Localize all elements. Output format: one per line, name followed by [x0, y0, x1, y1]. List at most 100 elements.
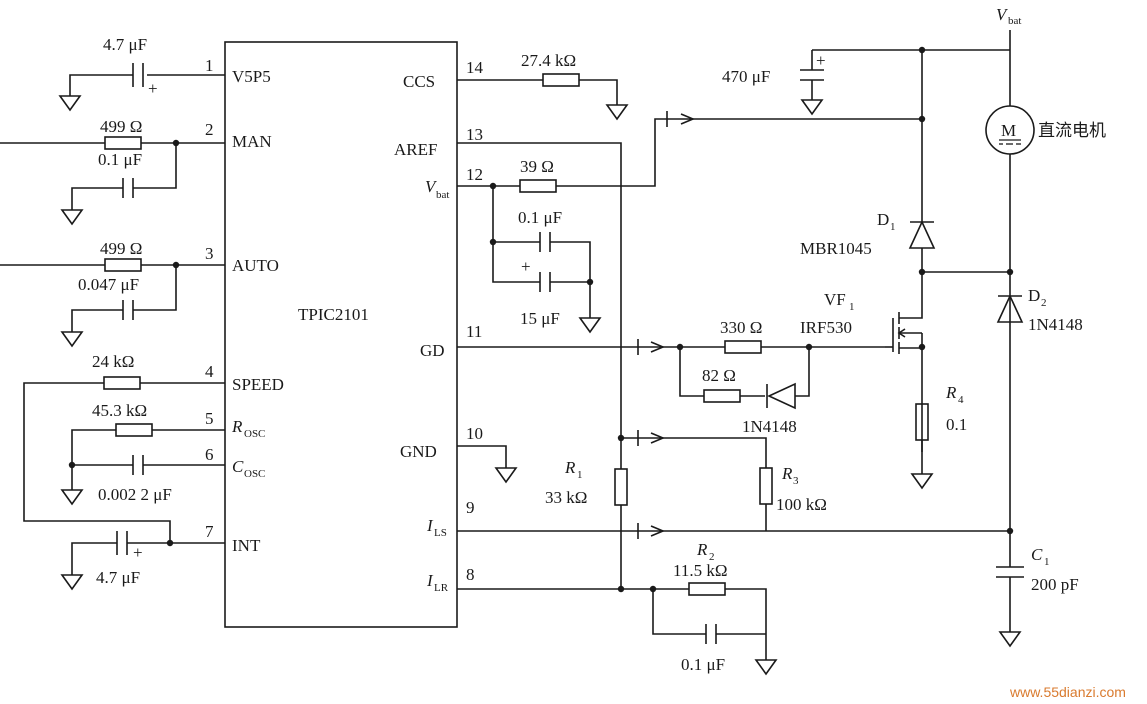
pin2-cap-value: 0.1 μF [98, 150, 142, 169]
d2-name: D [1028, 286, 1040, 305]
pin13-circuit: R 1 33 kΩ [457, 142, 628, 589]
pin-num-11: 11 [466, 322, 482, 341]
c1-capacitor: C 1 200 pF [996, 527, 1079, 647]
pin1-cap-plus: + [148, 79, 158, 98]
vbat-cap1-value: 0.1 μF [518, 208, 562, 227]
pin9-circuit [457, 523, 1010, 539]
pin-label-man: MAN [232, 132, 272, 151]
r1-value: 33 kΩ [545, 488, 587, 507]
d1-part: MBR1045 [800, 239, 872, 258]
r1-name: R [564, 458, 576, 477]
pin-label-ilr-sub: LR [434, 582, 449, 594]
pin-num-8: 8 [466, 565, 475, 584]
pin-label-ils: I [426, 516, 434, 535]
watermark: www.55dianzi.com [1009, 684, 1126, 700]
c1-sub: 1 [1044, 556, 1050, 568]
pin-num-7: 7 [205, 522, 214, 541]
pin8-circuit: R 2 11.5 kΩ 0.1 μF [457, 540, 777, 675]
pin4-circuit: 24 kΩ [23, 352, 225, 543]
pin-label-ils-sub: LS [434, 527, 447, 539]
c1-name: C [1031, 545, 1043, 564]
pin-label-rosc-sub: OSC [244, 428, 265, 440]
pin4-resistor-value: 24 kΩ [92, 352, 134, 371]
pin7-cap-plus: + [133, 543, 143, 562]
d1-sub: 1 [890, 221, 896, 233]
pin-num-6: 6 [205, 445, 214, 464]
pin-num-2: 2 [205, 120, 214, 139]
pin-num-4: 4 [205, 362, 214, 381]
motor-branch: M 直流电机 [985, 50, 1106, 531]
motor-symbol: M [1001, 121, 1016, 140]
motor-label: 直流电机 [1038, 121, 1106, 140]
pin1-circuit: + 4.7 μF [59, 35, 225, 111]
pin-label-aref: AREF [394, 140, 437, 159]
pin11-circuit: 330 Ω 82 Ω 1N4148 [457, 318, 885, 436]
c1-value: 200 pF [1031, 575, 1079, 594]
pin-label-int: INT [232, 536, 261, 555]
q-name: VF [824, 290, 846, 309]
d1-name: D [877, 210, 889, 229]
vbat-connector [666, 111, 922, 127]
ic-body [224, 41, 458, 628]
bulk-cap-value: 470 μF [722, 67, 770, 86]
r4-value: 0.1 [946, 415, 967, 434]
pin-num-9: 9 [466, 498, 475, 517]
pin-num-14: 14 [466, 58, 484, 77]
pin2-circuit: 499 Ω 0.1 μF [0, 117, 225, 225]
pin-num-1: 1 [205, 56, 214, 75]
r2-sub: 2 [709, 551, 715, 563]
r4-sub: 4 [958, 394, 964, 406]
pin-label-speed: SPEED [232, 375, 284, 394]
pin2-resistor-value: 499 Ω [100, 117, 142, 136]
cosc-value: 0.002 2 μF [98, 485, 172, 504]
pin-num-10: 10 [466, 424, 483, 443]
pin10-circuit [457, 445, 517, 483]
gd-diode-value: 1N4148 [742, 417, 797, 436]
q-sub: 1 [849, 301, 855, 313]
d2-part: 1N4148 [1028, 315, 1083, 334]
pin3-cap-value: 0.047 μF [78, 275, 139, 294]
bulk-cap-plus: + [816, 51, 826, 70]
pin-num-12: 12 [466, 165, 483, 184]
pin-num-13: 13 [466, 125, 483, 144]
pin3-resistor-value: 499 Ω [100, 239, 142, 258]
vbat-resistor-value: 39 Ω [520, 157, 554, 176]
vbat-top-label: V [996, 5, 1009, 24]
r4-resistor: R 4 0.1 [911, 383, 967, 489]
pin-label-cosc-sub: OSC [244, 468, 265, 480]
pin12-circuit: + 39 Ω 0.1 μF 15 μF [457, 118, 667, 333]
r1-sub: 1 [577, 469, 583, 481]
pin-label-gnd: GND [400, 442, 437, 461]
q-part: IRF530 [800, 318, 852, 337]
pin-label-cosc: C [232, 457, 244, 476]
pin1-cap-value: 4.7 μF [103, 35, 147, 54]
r3-circuit: R 3 100 kΩ [621, 430, 827, 531]
vbat-rail: V bat [812, 5, 1021, 54]
osc-circuit: 45.3 kΩ 0.002 2 μF [61, 401, 225, 505]
r2-name: R [696, 540, 708, 559]
ilr-cap-value: 0.1 μF [681, 655, 725, 674]
pin-num-5: 5 [205, 409, 214, 428]
pin-label-rosc: R [231, 417, 243, 436]
d2-sub: 2 [1041, 297, 1047, 309]
pin14-circuit: 27.4 kΩ [457, 51, 628, 120]
pin-label-gd: GD [420, 341, 445, 360]
mosfet-vf1: VF 1 IRF530 [800, 290, 926, 452]
bulk-capacitor: + 470 μF [722, 50, 826, 115]
gd-resistor-value: 330 Ω [720, 318, 762, 337]
d2-diode: D 2 1N4148 [996, 286, 1083, 334]
pin-num-3: 3 [205, 244, 214, 263]
pin7-cap-value: 4.7 μF [96, 568, 140, 587]
pin-label-vbat: V [425, 177, 438, 196]
r2-value: 11.5 kΩ [673, 561, 728, 580]
vbat-cap-plus: + [521, 257, 531, 276]
rosc-value: 45.3 kΩ [92, 401, 147, 420]
r4-name: R [945, 383, 957, 402]
r3-value: 100 kΩ [776, 495, 827, 514]
ic-name: TPIC2101 [298, 305, 369, 324]
pin-label-vbat-sub: bat [436, 189, 449, 201]
switch-node: D 1 MBR1045 [800, 50, 1014, 310]
ccs-resistor-value: 27.4 kΩ [521, 51, 576, 70]
r3-sub: 3 [793, 475, 799, 487]
